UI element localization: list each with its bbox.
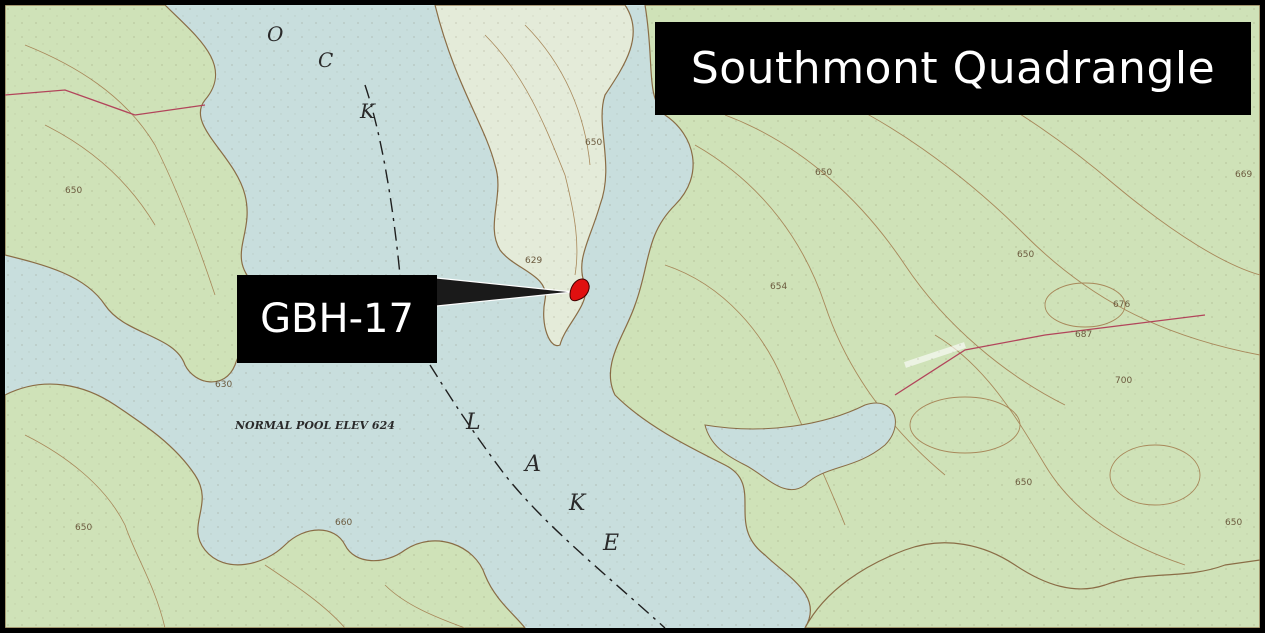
contour-label: 687 (1075, 330, 1092, 340)
contour-label: 650 (75, 523, 92, 533)
contour-label: 629 (525, 256, 542, 266)
contour-label: 676 (1113, 300, 1130, 310)
contour-label: 700 (1115, 376, 1132, 386)
lake-letter-c: C (318, 48, 333, 72)
location-marker-icon[interactable] (569, 278, 590, 302)
lake-letter-k: K (359, 99, 376, 123)
contour-label: 630 (215, 380, 232, 390)
contour-label: 650 (1015, 478, 1032, 488)
sample-callout-label: GBH-17 (237, 275, 437, 363)
lake-letter-e: E (602, 531, 619, 556)
contour-label: 660 (335, 518, 352, 528)
lake-letter-k-2: K (568, 491, 587, 516)
lake-letter-l: L (465, 410, 481, 435)
quadrangle-title: Southmont Quadrangle (655, 22, 1251, 115)
contour-label: 650 (585, 138, 602, 148)
contour-label: 650 (65, 186, 82, 196)
contour-label: 650 (1225, 518, 1242, 528)
contour-label: 654 (770, 282, 787, 292)
contour-label: 650 (1017, 250, 1034, 260)
pool-elevation-label: NORMAL POOL ELEV 624 (234, 419, 395, 432)
contour-label: 650 (815, 168, 832, 178)
lake-channel-line (364, 84, 666, 628)
lake-letter-a: A (523, 452, 541, 477)
contour-label: 669 (1235, 170, 1252, 180)
lake-letter-o: O (267, 22, 283, 46)
